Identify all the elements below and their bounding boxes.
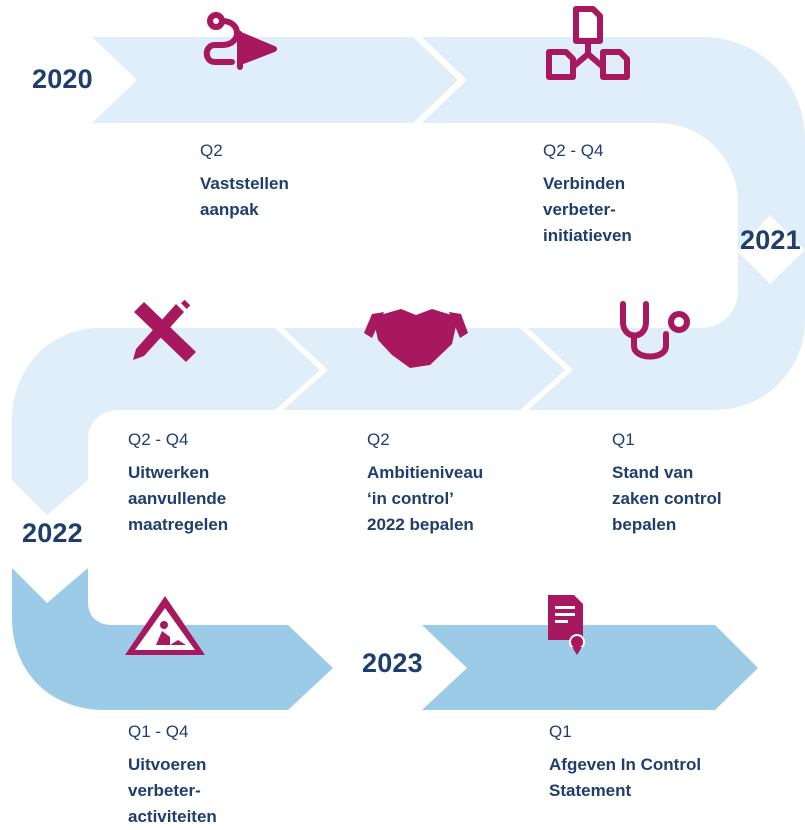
flag-path-icon (203, 12, 277, 70)
road-row-2 (12, 328, 565, 515)
connected-documents-icon (546, 6, 630, 80)
road-row-3 (422, 625, 758, 710)
step-quarter: Q2 - Q4 (543, 141, 604, 160)
step-title: Afgeven In Control Statement (549, 755, 702, 800)
road-bend-right (528, 250, 805, 410)
step-uitwerken-maatregelen: Q2 - Q4 Uitwerken aanvullende maatregele… (128, 430, 228, 538)
stethoscope-icon (620, 301, 690, 360)
step-quarter: Q2 (367, 430, 390, 449)
year-2020: 2020 (32, 64, 93, 94)
step-title: Vaststellen aanpak (200, 174, 289, 219)
step-quarter: Q1 (612, 430, 635, 449)
step-ambitieniveau: Q2 Ambitieniveau ‘in control’ 2022 bepal… (367, 430, 483, 538)
step-uitvoeren-verbeteractiviteiten: Q1 - Q4 Uitvoeren verbeter- activiteiten (128, 722, 217, 830)
roadwork-sign-icon (125, 596, 205, 655)
year-2021: 2021 (740, 225, 801, 255)
step-quarter: Q2 (200, 141, 223, 160)
step-title: Ambitieniveau ‘in control’ 2022 bepalen (367, 463, 484, 534)
step-title: Verbinden verbeter- initiatieven (543, 174, 632, 245)
year-2022: 2022 (22, 518, 83, 548)
step-title: Uitvoeren verbeter- activiteiten (128, 755, 217, 826)
step-stand-van-zaken: Q1 Stand van zaken control bepalen (612, 430, 722, 538)
road-row-1 (92, 37, 805, 250)
step-in-control-statement: Q1 Afgeven In Control Statement (549, 722, 701, 804)
step-quarter: Q1 - Q4 (128, 722, 189, 741)
ruler-pencil-icon (133, 299, 196, 362)
certificate-icon (548, 595, 585, 655)
step-verbinden-verbeterinitiatieven: Q2 - Q4 Verbinden verbeter- initiatieven (543, 141, 632, 249)
step-quarter: Q2 - Q4 (128, 430, 189, 449)
year-2023: 2023 (362, 648, 423, 678)
step-title: Stand van zaken control bepalen (612, 463, 722, 534)
step-title: Uitwerken aanvullende maatregelen (128, 463, 229, 534)
step-vaststellen-aanpak: Q2 Vaststellen aanpak (200, 141, 289, 223)
handshake-icon (364, 309, 468, 368)
step-quarter: Q1 (549, 722, 572, 741)
